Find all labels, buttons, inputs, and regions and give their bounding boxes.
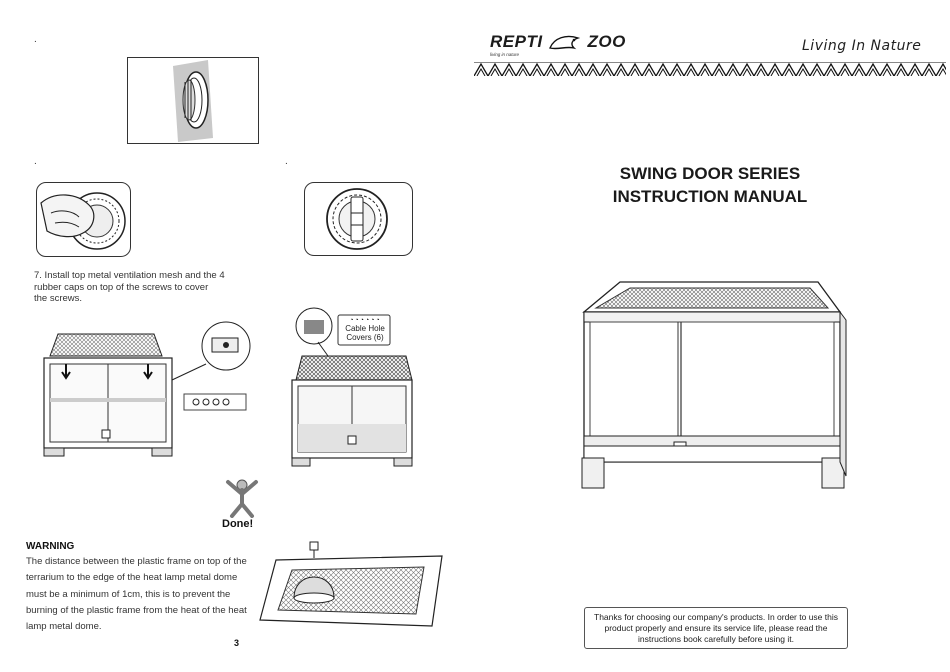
thanks-note: Thanks for choosing our company's produc… — [584, 607, 848, 650]
cable-hole-covers-label: Cable Hole Covers (6) — [345, 324, 385, 342]
bullet-mark: . — [285, 156, 288, 167]
brand-name-right: ZOO — [587, 32, 626, 52]
done-label: Done! — [222, 518, 254, 530]
bullet-mark: . — [34, 156, 37, 167]
tagline: Living In Nature — [802, 38, 922, 54]
decorative-pattern-band — [474, 62, 946, 76]
heat-lamp-figure — [256, 540, 446, 630]
step-7-instruction: 7. Install top metal ventilation mesh an… — [34, 270, 225, 304]
bullet-mark: . — [34, 34, 37, 45]
vent-turn-figure — [36, 182, 131, 257]
terrarium-finished-illustration — [291, 307, 413, 467]
celebrating-person-icon — [226, 479, 258, 518]
cable-cover-icons: ◔◔◔◔◔◔ — [349, 317, 381, 324]
warning-body: The distance between the plastic frame o… — [26, 556, 247, 633]
lizard-logo-icon — [549, 35, 581, 50]
warning-title: WARNING — [26, 541, 75, 552]
vent-dial-illustration — [326, 188, 388, 250]
brand-subtitle: living in nature — [490, 52, 520, 57]
vent-illustration — [173, 60, 213, 142]
hand-vent-illustration — [40, 192, 126, 250]
title-line-2: INSTRUCTION MANUAL — [612, 187, 808, 206]
vent-install-figure — [127, 57, 259, 144]
mesh-install-figure — [36, 320, 256, 460]
terrarium-product-illustration — [581, 281, 847, 489]
title-line-1: SWING DOOR SERIES — [619, 164, 801, 183]
page-number: 3 — [234, 638, 240, 648]
cable-hole-covers-label-box: ◔◔◔◔◔◔ Cable Hole Covers (6) — [340, 317, 390, 342]
brand-name-left: REPTI — [490, 32, 543, 52]
vent-closeup-figure — [304, 182, 413, 256]
cable-cover-figure — [288, 300, 418, 468]
manual-title: SWING DOOR SERIES INSTRUCTION MANUAL — [580, 162, 840, 208]
terrarium-mesh-illustration — [43, 321, 251, 457]
brand-logo: REPTI ZOO living in nature — [490, 32, 630, 62]
heat-lamp-illustration — [259, 541, 443, 627]
product-figure — [578, 280, 848, 500]
